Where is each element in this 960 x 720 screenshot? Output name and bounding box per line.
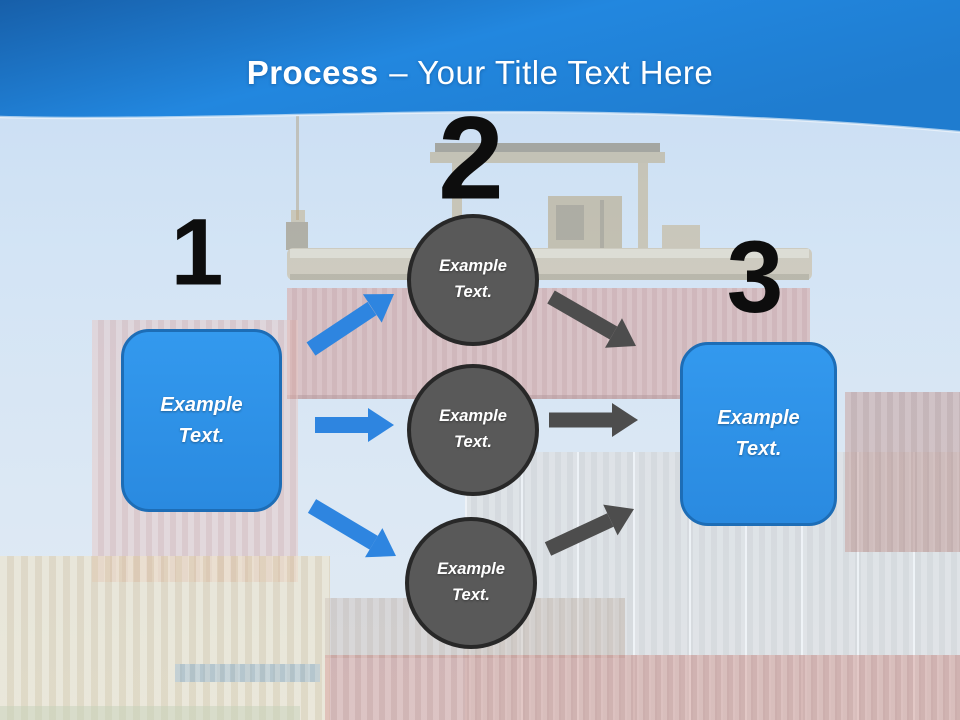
title-subtitle: – Your Title Text Here — [389, 54, 714, 91]
step-number-1: 1 — [170, 199, 224, 306]
step-number-2: 2 — [438, 92, 504, 225]
process-circle-top: Example Text. — [407, 214, 539, 346]
end-box-label: Example Text. — [717, 407, 800, 460]
ground-strip — [0, 706, 300, 720]
process-circle-middle: Example Text. — [407, 364, 539, 496]
start-box: Example Text. — [121, 329, 282, 512]
page-title: Process – Your Title Text Here — [0, 54, 960, 92]
circle-top-label: Example Text. — [439, 257, 507, 301]
container-band-teal — [175, 664, 320, 682]
crane-cable — [296, 116, 299, 220]
container-stack-maroon — [845, 392, 960, 552]
title-keyword: Process — [246, 54, 379, 91]
start-box-label: Example Text. — [160, 393, 243, 447]
circle-middle-label: Example Text. — [439, 407, 507, 451]
process-circle-bottom: Example Text. — [405, 517, 537, 649]
container-band-bottom — [325, 655, 960, 720]
step-number-3: 3 — [726, 219, 784, 334]
title-banner — [0, 0, 960, 134]
end-box: Example Text. — [680, 342, 837, 526]
container-stack-beige — [0, 556, 330, 720]
circle-bottom-label: Example Text. — [437, 560, 505, 604]
